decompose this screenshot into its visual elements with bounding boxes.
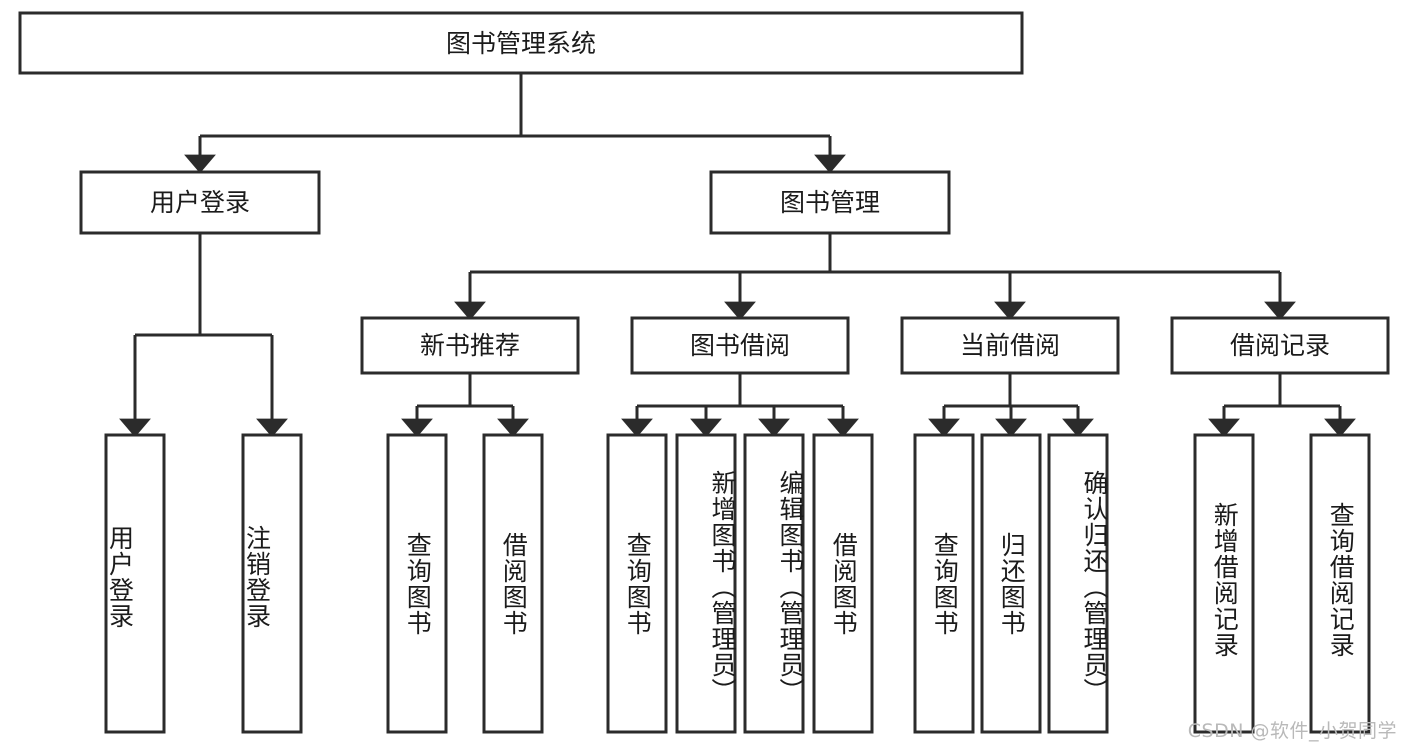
node-leaf-current-borrow-1-box[interactable] [913, 433, 975, 734]
node-borrow-record-box[interactable] [1170, 316, 1390, 375]
node-leaf-new-book-1-box[interactable] [386, 433, 448, 734]
node-leaf-book-borrow-3-box[interactable] [743, 433, 805, 734]
node-root-label: 图书管理系统 [446, 29, 596, 58]
watermark: CSDN @软件_小贺同学 [1187, 720, 1397, 742]
node-book-manage-box[interactable] [709, 170, 951, 235]
node-leaf-current-borrow-3-box[interactable] [1047, 433, 1109, 734]
node-borrow-record[interactable]: 借阅记录 [1170, 316, 1390, 375]
node-leaf-book-borrow-4-box[interactable] [812, 433, 874, 734]
node-leaf-current-borrow-2-box[interactable] [980, 433, 1042, 734]
node-leaf-user-login-1-box[interactable] [104, 433, 166, 734]
node-new-book-recommend-label: 新书推荐 [420, 331, 520, 360]
node-new-book-recommend[interactable]: 新书推荐 [360, 316, 580, 375]
node-leaf-book-borrow-2-box[interactable] [675, 433, 737, 734]
node-user-login-label: 用户登录 [150, 188, 250, 217]
node-user-login[interactable]: 用户登录 [79, 170, 321, 235]
connectors [119, 73, 1356, 438]
node-book-manage[interactable]: 图书管理 [709, 170, 951, 235]
node-borrow-record-label: 借阅记录 [1230, 331, 1330, 360]
node-book-manage-label: 图书管理 [780, 188, 880, 217]
node-leaf-book-borrow-1-box[interactable] [606, 433, 668, 734]
node-book-borrow-label: 图书借阅 [690, 331, 790, 360]
node-root-box[interactable] [18, 11, 1024, 75]
node-book-borrow[interactable]: 图书借阅 [630, 316, 850, 375]
node-user-login-box[interactable] [79, 170, 321, 235]
node-book-borrow-box[interactable] [630, 316, 850, 375]
node-current-borrow[interactable]: 当前借阅 [900, 316, 1120, 375]
node-current-borrow-label: 当前借阅 [960, 331, 1060, 360]
node-current-borrow-box[interactable] [900, 316, 1120, 375]
node-leaf-user-login-2-box[interactable] [241, 433, 303, 734]
node-new-book-recommend-box[interactable] [360, 316, 580, 375]
node-leaf-new-book-2-box[interactable] [482, 433, 544, 734]
node-leaf-borrow-record-2-box[interactable] [1309, 433, 1371, 734]
node-root[interactable]: 图书管理系统 [18, 11, 1024, 75]
node-leaf-borrow-record-1-box[interactable] [1193, 433, 1255, 734]
